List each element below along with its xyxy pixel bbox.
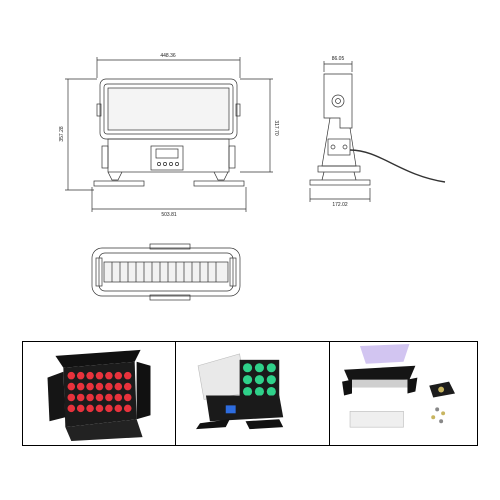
led xyxy=(95,404,104,413)
top-view xyxy=(91,243,241,301)
led xyxy=(266,375,276,385)
led xyxy=(86,393,94,402)
led xyxy=(114,382,123,391)
led xyxy=(254,363,264,373)
led xyxy=(67,382,76,391)
width-label: 448.36 xyxy=(160,53,176,59)
led xyxy=(95,371,104,380)
led xyxy=(76,382,85,391)
led xyxy=(105,371,113,380)
side-top-label: 86.05 xyxy=(332,56,345,62)
led xyxy=(242,386,253,397)
photo-red-led-unit xyxy=(23,342,175,445)
side-view xyxy=(309,61,446,202)
led xyxy=(67,371,76,380)
led xyxy=(86,371,94,380)
led xyxy=(114,404,123,413)
led xyxy=(86,404,94,413)
led xyxy=(242,375,253,385)
led xyxy=(123,382,132,391)
front-view xyxy=(65,57,273,212)
total-height-label: 357.28 xyxy=(59,126,65,142)
led xyxy=(254,375,264,385)
photo-green-led-unit xyxy=(175,342,329,445)
led xyxy=(105,404,113,413)
base-width-label: 503.81 xyxy=(161,212,177,218)
led xyxy=(95,393,104,402)
led xyxy=(254,386,264,397)
led xyxy=(86,382,94,391)
height-label: 317.70 xyxy=(273,120,279,136)
led xyxy=(67,393,76,402)
led xyxy=(67,404,76,413)
led xyxy=(95,382,104,391)
led xyxy=(76,371,85,380)
led xyxy=(105,382,113,391)
led xyxy=(266,386,276,397)
led xyxy=(76,393,85,402)
led xyxy=(114,371,123,380)
photo-accessories xyxy=(329,342,477,445)
led xyxy=(76,404,85,413)
led xyxy=(105,393,113,402)
led xyxy=(123,371,132,380)
side-base-label: 172.02 xyxy=(332,202,348,208)
led xyxy=(123,404,132,413)
led xyxy=(266,363,276,373)
led xyxy=(114,393,123,402)
product-photo-strip xyxy=(22,341,478,446)
led xyxy=(242,363,253,373)
technical-drawing: 448.36 317.70 357.28 503.81 86.05 172.02 xyxy=(59,53,446,301)
led xyxy=(123,393,132,402)
